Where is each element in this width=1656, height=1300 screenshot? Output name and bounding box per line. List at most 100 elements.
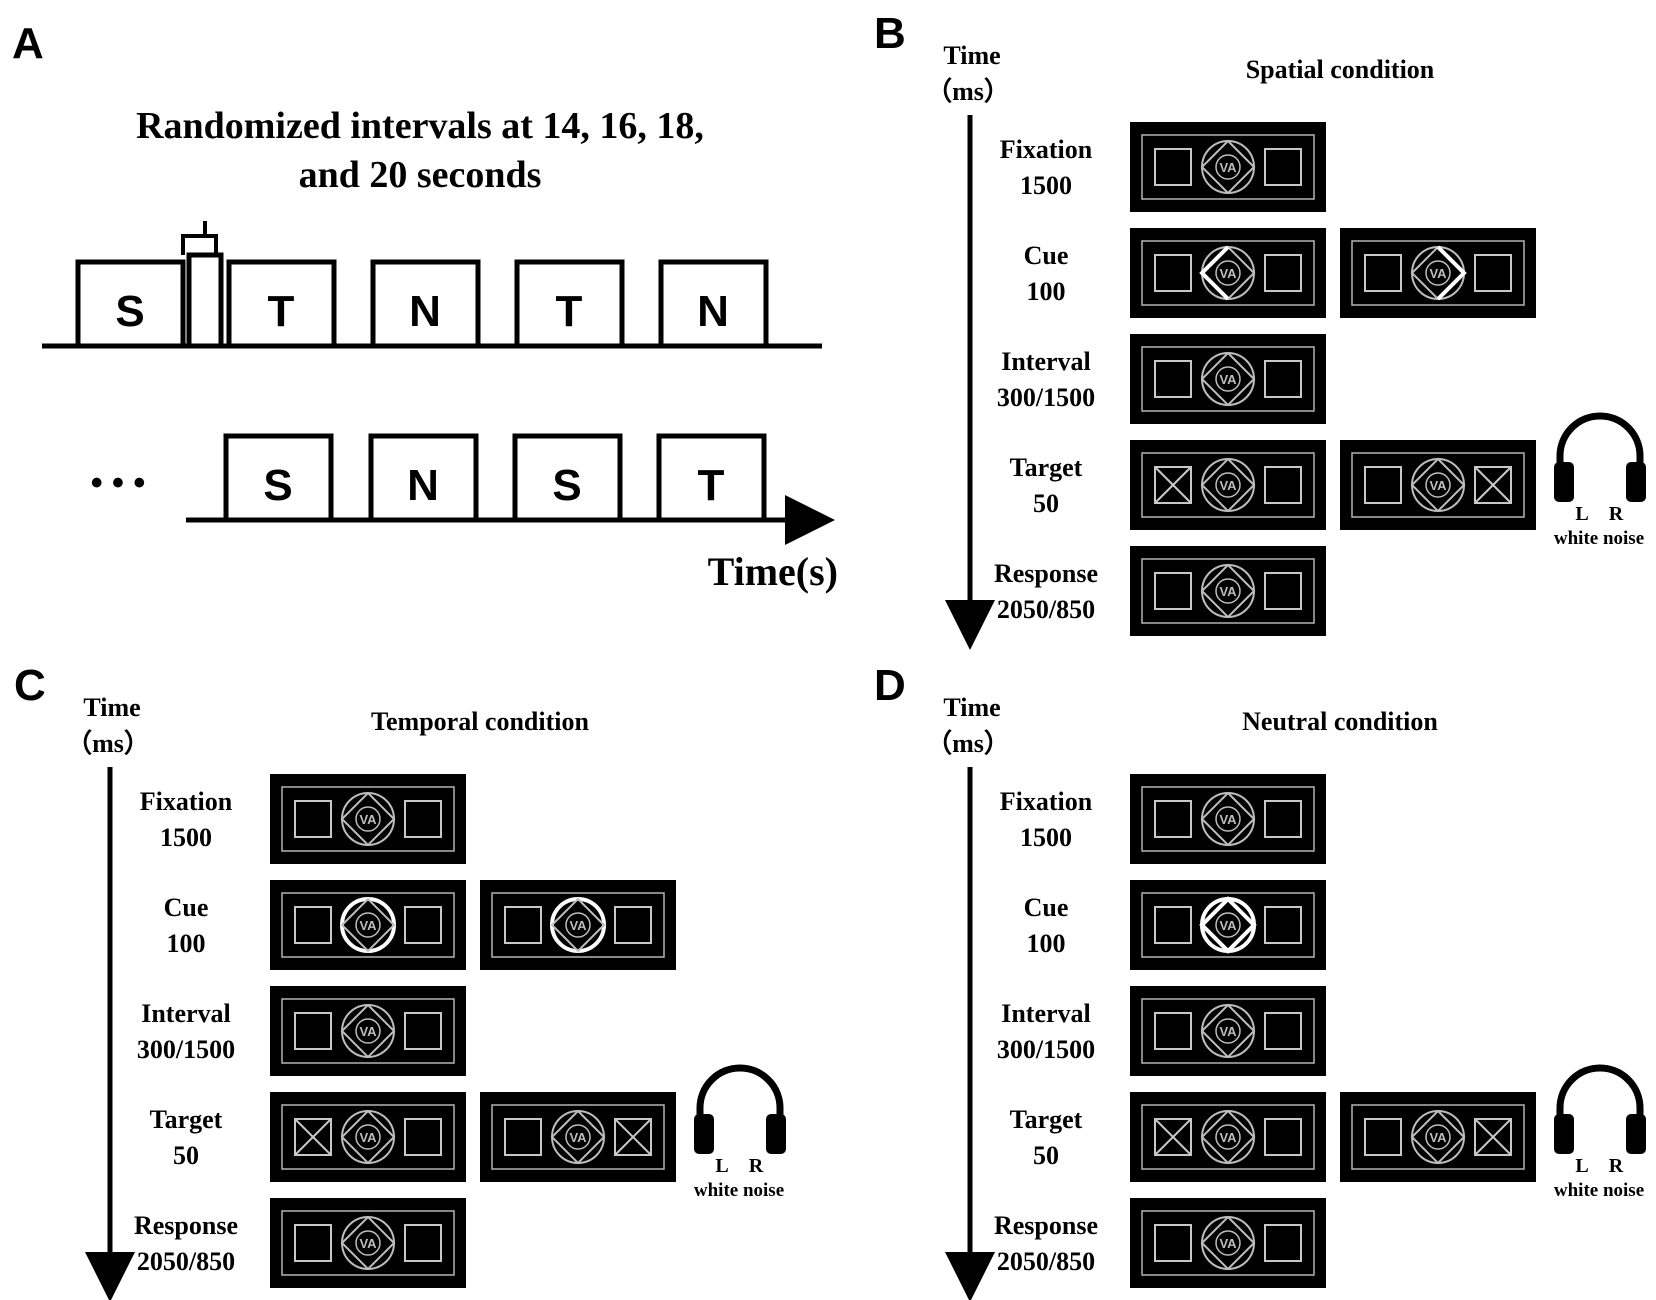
svg-text:VA: VA <box>1219 1236 1237 1251</box>
headphone-right-label: R <box>1609 503 1624 525</box>
svg-text:VA: VA <box>1219 584 1237 599</box>
white-noise-label: white noise <box>1554 528 1644 549</box>
stage-duration: 2050/850 <box>997 595 1095 624</box>
block-row1-2 <box>226 259 337 349</box>
condition-title: Temporal condition <box>371 707 589 736</box>
screen-response: VA <box>1129 545 1327 637</box>
block-row1-5 <box>658 259 769 349</box>
headphone-left-label: L <box>1575 503 1588 525</box>
screen-target-left: VA <box>1129 439 1327 531</box>
stage-name: Interval <box>1001 999 1091 1028</box>
stage-duration: 300/1500 <box>997 383 1095 412</box>
row1-blocks: S T N T N <box>75 259 769 349</box>
panel-letter-b: B <box>874 9 906 58</box>
time-unit-label: （ms） <box>66 729 150 758</box>
screen-fixation: VA <box>269 773 467 865</box>
svg-text:VA: VA <box>1219 372 1237 387</box>
screen-target-left: VA <box>269 1091 467 1183</box>
block-row2-2 <box>368 433 479 523</box>
stage-duration: 1500 <box>1020 171 1072 200</box>
block-label: N <box>697 287 729 336</box>
stage-duration: 2050/850 <box>997 1247 1095 1276</box>
stage-name: Cue <box>164 893 209 922</box>
screen-target-right: VA <box>1339 1091 1537 1183</box>
condition-title: Spatial condition <box>1246 55 1435 84</box>
svg-text:VA: VA <box>359 918 377 933</box>
stage-duration: 1500 <box>160 823 212 852</box>
panel-letter-d: D <box>874 661 906 710</box>
headphone-right-label: R <box>1609 1155 1624 1177</box>
block-row1-1 <box>75 259 186 349</box>
headphone-left-label: L <box>715 1155 728 1177</box>
panel-letter-a: A <box>12 19 44 68</box>
stage-duration: 300/1500 <box>997 1035 1095 1064</box>
white-noise-label: white noise <box>1554 1180 1644 1201</box>
block-label: N <box>407 461 439 510</box>
svg-text:VA: VA <box>1219 266 1237 281</box>
block-label: T <box>556 287 583 336</box>
stage-name: Response <box>134 1211 238 1240</box>
block-row2-1 <box>223 433 334 523</box>
stage-duration: 2050/850 <box>137 1247 235 1276</box>
panel-letter-c: C <box>14 661 46 710</box>
time-unit-label: （ms） <box>926 77 1010 106</box>
block-row2-3 <box>512 433 623 523</box>
screen-cue: VA <box>1129 879 1327 971</box>
screen-cue-right: VA <box>1339 227 1537 319</box>
svg-text:VA: VA <box>359 812 377 827</box>
svg-text:VA: VA <box>1219 812 1237 827</box>
stage-duration: 50 <box>1033 1141 1059 1170</box>
stage-name: Target <box>1010 453 1083 482</box>
svg-text:VA: VA <box>1219 1130 1237 1145</box>
svg-text:VA: VA <box>569 918 587 933</box>
svg-text:VA: VA <box>359 1130 377 1145</box>
stage-name: Response <box>994 559 1098 588</box>
screen-fixation: VA <box>1129 773 1327 865</box>
panel-b: B Time （ms） Spatial condition Fixation 1… <box>874 9 1646 650</box>
svg-text:VA: VA <box>1429 1130 1447 1145</box>
block-label: T <box>268 287 295 336</box>
stage-name: Cue <box>1024 241 1069 270</box>
svg-text:VA: VA <box>1429 478 1447 493</box>
block-row1-3 <box>370 259 481 349</box>
block-label: N <box>409 287 441 336</box>
screen-interval: VA <box>1129 985 1327 1077</box>
stage-duration: 100 <box>1027 929 1066 958</box>
block-row1-4 <box>514 259 625 349</box>
stage-name: Cue <box>1024 893 1069 922</box>
headphones-icon <box>694 1068 786 1154</box>
svg-text:VA: VA <box>1219 478 1237 493</box>
panel-a: A Randomized intervals at 14, 16, 18, an… <box>12 19 838 594</box>
block-label: T <box>698 461 725 510</box>
stage-name: Response <box>994 1211 1098 1240</box>
stage-duration: 50 <box>173 1141 199 1170</box>
ellipsis: • • • <box>91 464 146 502</box>
panel-a-title-line1: Randomized intervals at 14, 16, 18, <box>136 105 704 147</box>
screen-cue: VA <box>269 879 467 971</box>
screen-fixation: VA <box>1129 121 1327 213</box>
screen-target-right: VA <box>1339 439 1537 531</box>
block-row2-4 <box>656 433 767 523</box>
screen-cue-left: VA <box>1129 227 1327 319</box>
stage-name: Target <box>150 1105 223 1134</box>
screen-response: VA <box>269 1197 467 1289</box>
stage-name: Fixation <box>1000 135 1093 164</box>
stage-name: Interval <box>141 999 231 1028</box>
stage-duration: 50 <box>1033 489 1059 518</box>
time-label: Time <box>943 693 1000 722</box>
condition-title: Neutral condition <box>1242 707 1438 736</box>
stage-duration: 300/1500 <box>137 1035 235 1064</box>
svg-text:VA: VA <box>1219 160 1237 175</box>
time-unit-label: （ms） <box>926 729 1010 758</box>
panel-a-title-line2: and 20 seconds <box>299 154 542 196</box>
svg-text:VA: VA <box>569 1130 587 1145</box>
svg-text:VA: VA <box>1429 266 1447 281</box>
stage-duration: 100 <box>167 929 206 958</box>
time-label: Time <box>83 693 140 722</box>
stage-name: Target <box>1010 1105 1083 1134</box>
svg-text:VA: VA <box>1219 1024 1237 1039</box>
screen-interval: VA <box>1129 333 1327 425</box>
screen-cue-variant: VA <box>479 879 677 971</box>
block-label: S <box>263 461 292 510</box>
white-noise-label: white noise <box>694 1180 784 1201</box>
